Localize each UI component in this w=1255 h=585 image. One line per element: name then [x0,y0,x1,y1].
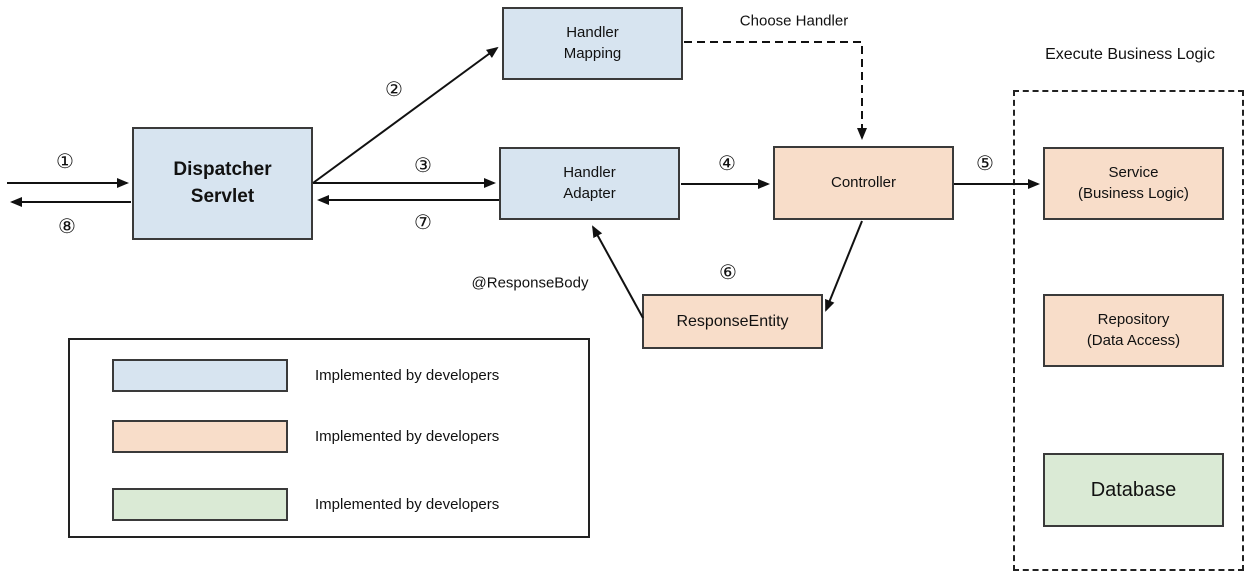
node-response-entity: ResponseEntity [642,294,823,349]
step-7-marker: ⑦ [414,210,432,234]
step-5-marker: ⑤ [976,151,994,175]
execute-business-logic-container [1013,90,1244,571]
step-1-marker: ① [56,149,74,173]
arrow-choose-handler-dashed [684,41,867,140]
step-4-marker: ④ [718,151,736,175]
legend-label-peach: Implemented by developers [315,428,500,445]
step-2-marker: ② [385,77,403,101]
node-controller: Controller [773,146,954,220]
arrow-2-to-handler-mapping [312,46,499,184]
node-service: Service (Business Logic) [1043,147,1224,220]
arrow-controller-to-responseentity [825,220,863,312]
legend-swatch-peach [112,420,288,453]
response-body-annotation: @ResponseBody [471,274,589,292]
node-repository: Repository (Data Access) [1043,294,1224,367]
step-8-marker: ⑧ [58,214,76,238]
execute-business-logic-title: Execute Business Logic [1045,46,1215,63]
choose-handler-label: Choose Handler [739,12,849,30]
node-database: Database [1043,453,1224,527]
legend-label-green: Implemented by developers [315,496,500,513]
arrow-6-responseentity-to-handler-adapter [592,225,644,319]
step-3-marker: ③ [414,153,432,177]
node-dispatcher-servlet: Dispatcher Servlet [132,127,313,240]
step-6-marker: ⑥ [719,260,737,284]
legend-label-blue: Implemented by developers [315,367,500,384]
legend-swatch-green [112,488,288,521]
legend-swatch-blue [112,359,288,392]
legend-box: Implemented by developers Implemented by… [68,338,590,538]
node-handler-mapping: Handler Mapping [502,7,683,80]
node-handler-adapter: Handler Adapter [499,147,680,220]
